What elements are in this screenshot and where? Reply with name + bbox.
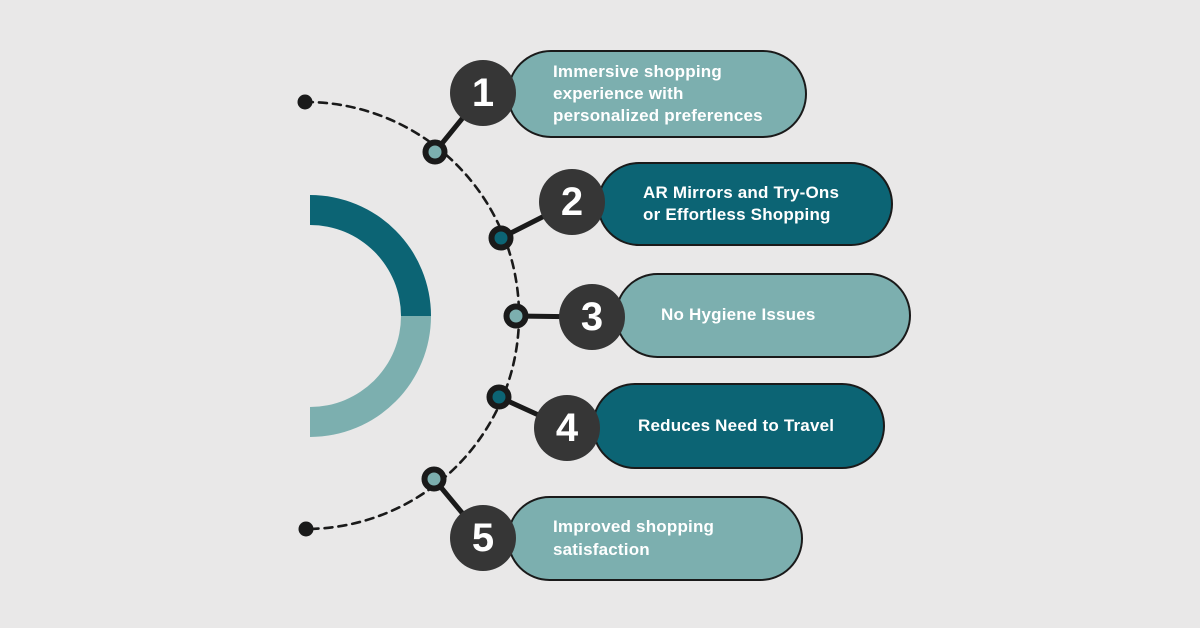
node-dot-3: [503, 303, 529, 329]
number-label-1: 1: [471, 71, 495, 115]
half-donut-top-segment: [310, 195, 431, 316]
number-badge-2: 2: [539, 169, 605, 235]
number-badge-5: 5: [450, 505, 516, 571]
arc-end-dot-top: [297, 94, 313, 110]
pill-item-4: Reduces Need to Travel: [592, 383, 885, 469]
node-dot-5: [421, 466, 447, 492]
number-label-2: 2: [560, 180, 584, 224]
half-donut-bottom-segment: [310, 316, 431, 437]
pill-label-3: No Hygiene Issues: [661, 305, 816, 325]
number-badge-1: 1: [450, 60, 516, 126]
node-dot-1: [422, 139, 448, 165]
number-label-5: 5: [471, 516, 495, 560]
pill-label-4: Reduces Need to Travel: [638, 415, 835, 435]
pill-item-1: Immersive shopping experience with perso…: [507, 50, 807, 138]
number-badge-4: 4: [534, 395, 600, 461]
node-dot-4: [486, 384, 512, 410]
node-dot-2: [488, 225, 514, 251]
number-label-3: 3: [580, 295, 604, 339]
pill-item-2: AR Mirrors and Try-Ons or Effortless Sho…: [597, 162, 893, 246]
pill-label-2: AR Mirrors and Try-Ons or Effortless Sho…: [643, 182, 840, 224]
pill-label-5: Improved shopping satisfaction: [553, 517, 715, 559]
number-label-4: 4: [555, 406, 579, 450]
pill-item-3: No Hygiene Issues: [615, 273, 911, 358]
number-badge-3: 3: [559, 284, 625, 350]
pill-item-5: Improved shopping satisfaction: [507, 496, 803, 581]
pill-label-1: Immersive shopping experience with perso…: [553, 61, 763, 126]
arc-end-dot-bottom: [298, 521, 314, 537]
